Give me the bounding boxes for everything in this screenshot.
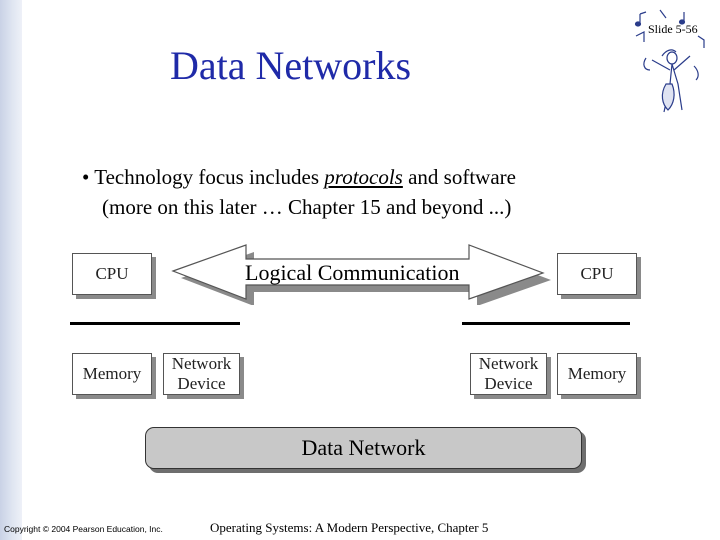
right-cpu-label: CPU [580,264,614,283]
right-cpu-box: CPU [557,253,637,295]
slide-sidebar-gradient [0,0,22,540]
right-device-line-2: Device [484,374,533,393]
bullet-marker: • [82,165,90,189]
left-cpu-label: CPU [95,264,129,283]
bullet-text-suffix: and software [402,165,516,189]
data-network-box: Data Network [145,427,582,469]
left-bus-line [70,322,240,325]
right-device-line-1: Network [478,354,539,373]
bullet-text-prefix: Technology focus includes [94,165,325,189]
copyright-footer: Copyright © 2004 Pearson Education, Inc. [4,524,163,534]
bullet-line-2: (more on this later … Chapter 15 and bey… [102,195,512,219]
left-memory-box: Memory [72,353,152,395]
slide-title: Data Networks [170,43,412,88]
left-cpu-box: CPU [72,253,152,295]
right-memory-label: Memory [567,364,627,383]
left-network-device-box: Network Device [163,353,240,395]
logical-communication-label: Logical Communication [245,260,460,285]
left-device-line-1: Network [171,354,232,373]
left-memory-label: Memory [82,364,142,383]
course-footer: Operating Systems: A Modern Perspective,… [210,520,489,535]
dancer-music-notes-logo [634,9,705,113]
bullet-point: • Technology focus includes protocols an… [82,162,516,222]
slide-number: Slide 5-56 [648,22,698,36]
right-bus-line [462,322,630,325]
right-network-device-box: Network Device [470,353,547,395]
data-network-label: Data Network [301,435,426,460]
right-memory-box: Memory [557,353,637,395]
logical-communication-arrow [171,244,551,305]
bullet-line-1: • Technology focus includes protocols an… [82,162,516,192]
left-device-line-2: Device [177,374,226,393]
protocols-emphasis: protocols [324,165,403,189]
